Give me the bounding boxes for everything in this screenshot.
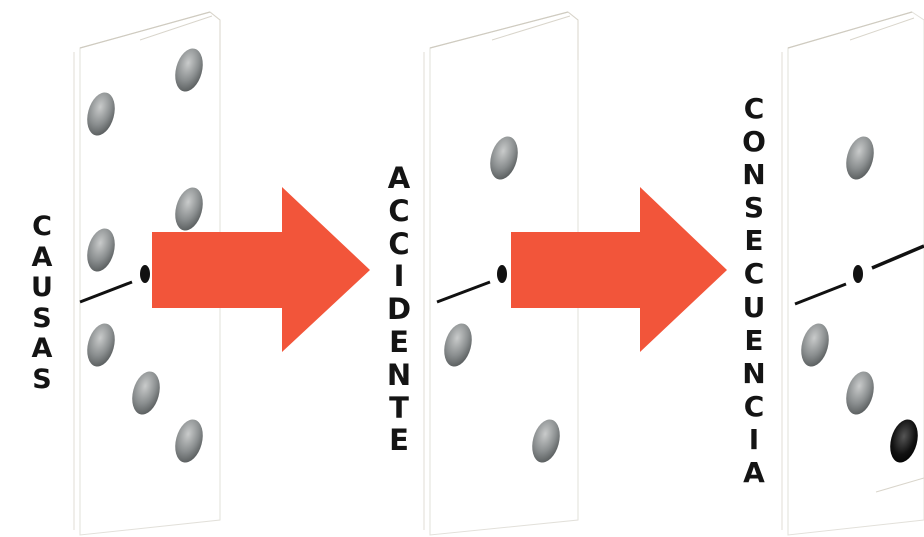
- label-letter: C: [388, 195, 409, 228]
- label-letter: O: [742, 125, 766, 158]
- label-letter: A: [743, 456, 765, 489]
- label-letter: S: [32, 365, 51, 396]
- label-letter: I: [749, 423, 759, 456]
- label-letter: A: [388, 162, 410, 195]
- label-letter: A: [32, 334, 53, 365]
- label-letter: U: [743, 291, 766, 324]
- label-letter: E: [389, 424, 409, 457]
- label-letter: U: [31, 273, 53, 304]
- label-letter: C: [388, 228, 409, 261]
- label-letter: I: [394, 260, 405, 293]
- label-letter: S: [32, 304, 51, 335]
- label-letter: C: [744, 257, 765, 290]
- label-letter: C: [744, 92, 765, 125]
- label-letter: C: [32, 212, 52, 243]
- label-letter: E: [744, 324, 763, 357]
- label-letter: T: [389, 392, 409, 425]
- label-letter: N: [387, 359, 411, 392]
- label-letter: N: [742, 158, 765, 191]
- label-letter: D: [387, 293, 411, 326]
- label-letter: C: [744, 390, 765, 423]
- label-letter: A: [32, 243, 53, 274]
- label-letter: N: [742, 357, 765, 390]
- label-letter: E: [389, 326, 409, 359]
- label-letter: E: [744, 224, 763, 257]
- label-letter: S: [744, 191, 764, 224]
